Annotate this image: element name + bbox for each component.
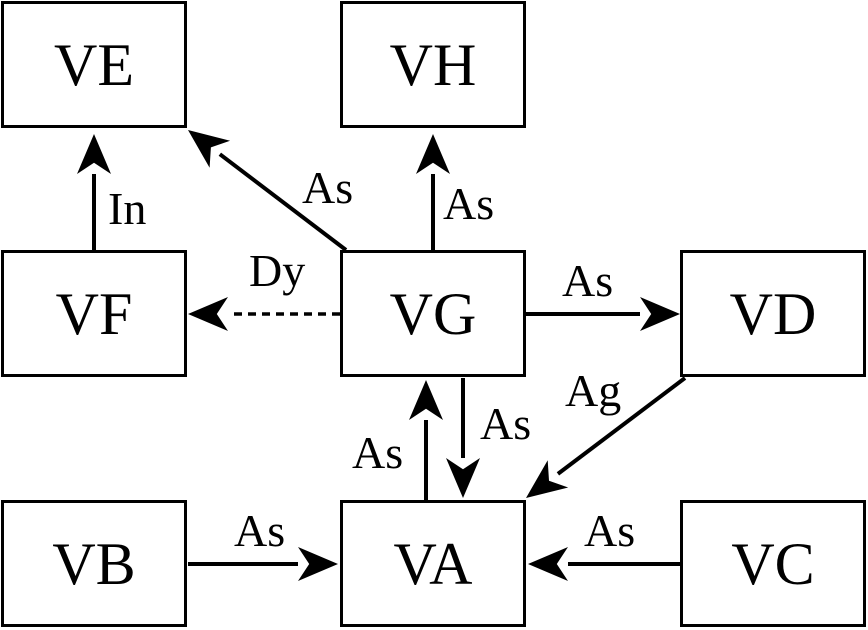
node-ve: VE <box>1 1 187 128</box>
edge-vb-to-va-label: As <box>234 505 285 556</box>
edge-vg-to-vf-arrowhead <box>188 297 228 331</box>
edge-va-to-vg-arrowhead <box>409 380 443 420</box>
node-vh: VH <box>340 1 526 128</box>
node-vc: VC <box>680 500 866 627</box>
node-va: VA <box>340 500 526 627</box>
edge-vg-to-ve-arrowhead <box>188 130 231 168</box>
node-vb: VB <box>1 500 187 627</box>
edge-vb-to-va-arrowhead <box>298 547 338 581</box>
edge-vd-to-va-arrowhead <box>526 460 569 498</box>
edge-vg-to-va-arrowhead <box>446 458 480 498</box>
node-vf: VF <box>1 250 187 377</box>
edge-vg-to-vf-label: Dy <box>249 245 305 296</box>
edge-vg-to-vd-arrowhead <box>640 297 680 331</box>
edge-vd-to-va-label: Ag <box>565 365 621 416</box>
edge-vc-to-va-label: As <box>584 505 635 556</box>
edge-vd-to-va-line <box>556 376 687 476</box>
edge-vg-to-va-label: As <box>480 398 531 449</box>
edge-vf-to-ve-label: In <box>108 183 146 234</box>
edge-vg-to-ve-line <box>218 152 348 252</box>
edge-vg-to-vh-label: As <box>443 178 494 229</box>
edge-vg-to-ve-label: As <box>302 162 353 213</box>
edge-vf-to-ve-arrowhead <box>77 134 111 174</box>
edge-vg-to-vh-arrowhead <box>416 134 450 174</box>
node-vg: VG <box>340 250 526 377</box>
node-vd: VD <box>680 250 866 377</box>
edge-vc-to-va-arrowhead <box>528 547 568 581</box>
edge-vg-to-vd-label: As <box>562 255 613 306</box>
edge-va-to-vg-label: As <box>352 427 403 478</box>
